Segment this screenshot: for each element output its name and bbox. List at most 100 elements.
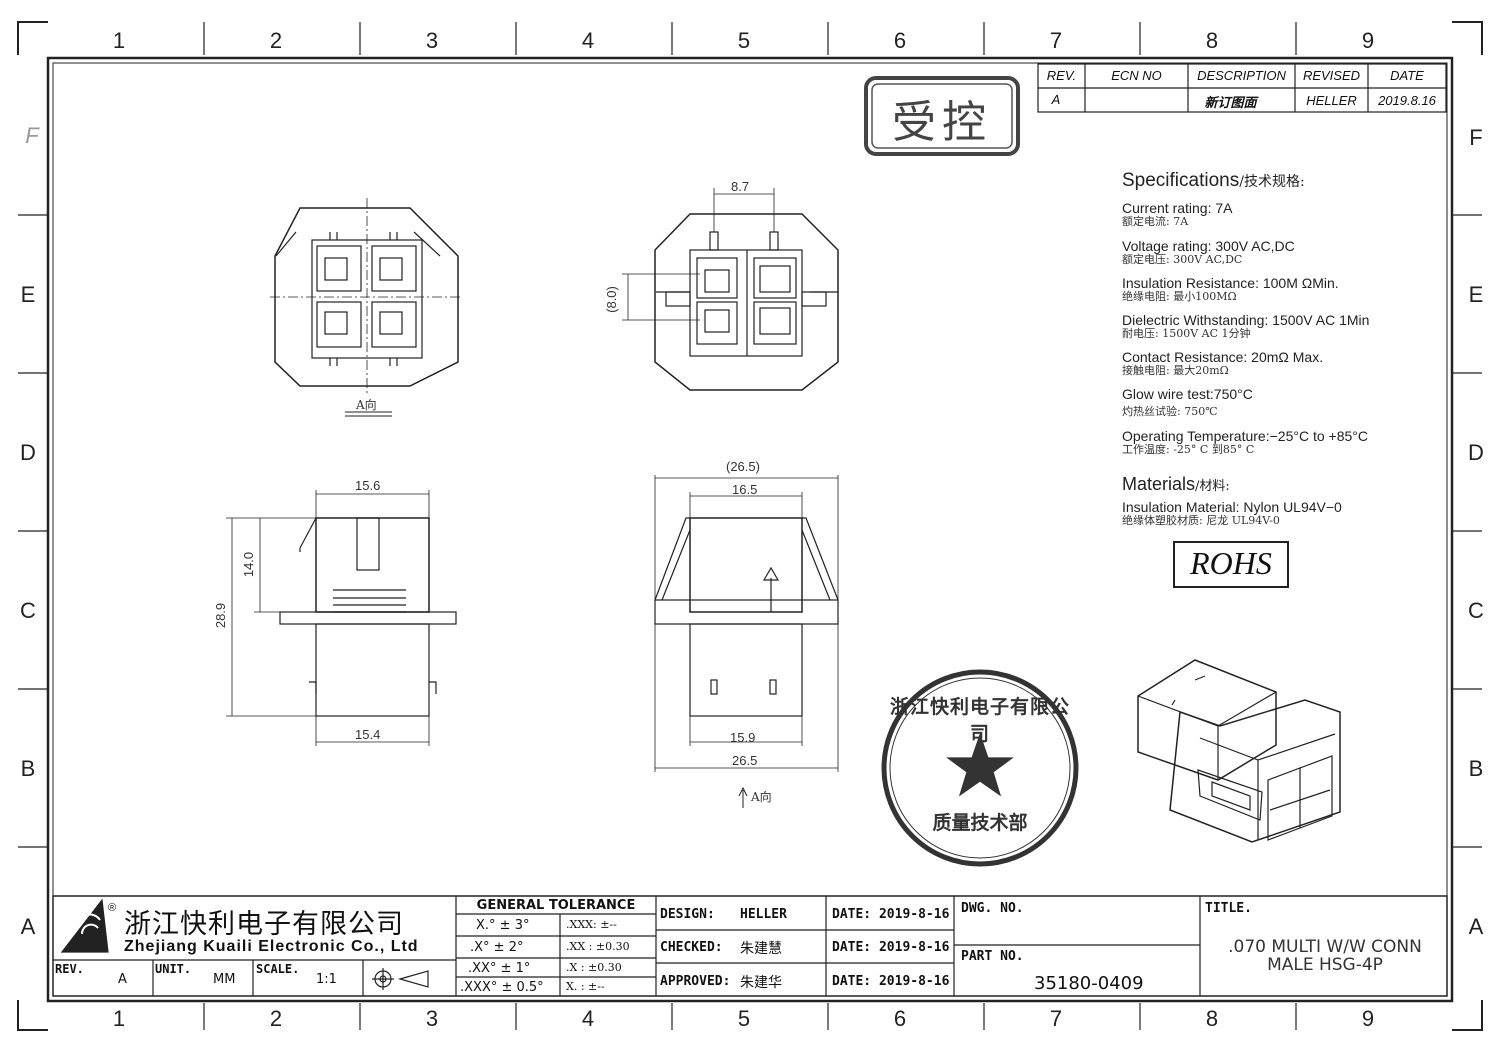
rohs-badge: ROHS bbox=[1190, 545, 1272, 581]
zone-col-label: 8 bbox=[1205, 28, 1219, 53]
materials-heading-en: Materials bbox=[1122, 474, 1196, 494]
spec-zh: 额定电流: 7A bbox=[1122, 215, 1189, 228]
seal-ring-text: 浙江快利电子有限公司 bbox=[889, 696, 1070, 745]
zone-col-label: 8 bbox=[1205, 1006, 1219, 1031]
design-value: HELLER bbox=[740, 907, 787, 922]
rev-value: A bbox=[1051, 92, 1061, 107]
date-label: DATE: bbox=[832, 907, 872, 922]
spec-en: Contact Resistance: 20mΩ Max. bbox=[1122, 349, 1324, 365]
dim-front-inner: 16.5 bbox=[732, 482, 758, 497]
dim-left-height2: 28.9 bbox=[213, 602, 229, 629]
dim-top-width: 8.7 bbox=[731, 179, 750, 194]
tolerance-b: .XX : ±0.30 bbox=[566, 940, 630, 953]
zone-row-label: A bbox=[1468, 914, 1484, 939]
zone-col-label: 4 bbox=[581, 1006, 595, 1031]
zone-col-label: 4 bbox=[581, 28, 595, 53]
registered-mark: ® bbox=[108, 902, 117, 914]
tolerance-a: .XX° ± 1° bbox=[468, 961, 531, 976]
date-value: 2019-8-16 bbox=[878, 907, 950, 922]
title-line2: MALE HSG-4P bbox=[1267, 955, 1383, 975]
zone-row-label: E bbox=[20, 282, 36, 307]
spec-en: Dielectric Withstanding: 1500V AC 1Min bbox=[1122, 312, 1370, 328]
zone-col-label: 3 bbox=[425, 28, 439, 53]
description-value: 新订图面 bbox=[1204, 96, 1257, 111]
zone-col-label: 6 bbox=[893, 28, 907, 53]
description-header: DESCRIPTION bbox=[1197, 68, 1286, 83]
tolerance-heading: GENERAL TOLERANCE bbox=[476, 898, 636, 913]
zone-row-label: B bbox=[1468, 756, 1484, 781]
spec-heading-en: Specifications bbox=[1122, 170, 1240, 191]
spec-item: Insulation Resistance: 100M ΩMin.绝缘电阻: 最… bbox=[1122, 275, 1339, 303]
title-label: TITLE. bbox=[1205, 901, 1252, 916]
date-label: DATE: bbox=[832, 974, 872, 989]
materials-heading: Materials/材料: bbox=[1122, 474, 1230, 495]
tolerance-a: .XXX° ± 0.5° bbox=[460, 980, 544, 995]
date-value: 2019-8-16 bbox=[878, 974, 950, 989]
tolerance-b: .X : ±0.30 bbox=[566, 961, 622, 974]
part-no-label: PART NO. bbox=[961, 949, 1024, 964]
checked-date: DATE: 2019-8-16 bbox=[832, 940, 949, 955]
spec-en: Operating Temperature:−25°C to +85°C bbox=[1122, 428, 1368, 444]
zone-col-label: 7 bbox=[1049, 28, 1063, 53]
zone-col-label: 5 bbox=[737, 1006, 751, 1031]
spec-zh: 灼热丝试验: 750℃ bbox=[1122, 405, 1218, 418]
zone-row-label: B bbox=[20, 756, 36, 781]
zone-row-label: D bbox=[1468, 440, 1484, 465]
company-seal: 浙江快利电子有限公司 质量技术部 bbox=[884, 672, 1076, 864]
approved-value: 朱建华 bbox=[740, 975, 782, 991]
design-date: DATE: 2019-8-16 bbox=[832, 907, 949, 922]
tolerance-b: X. : ±-- bbox=[566, 980, 605, 993]
spec-item: Contact Resistance: 20mΩ Max.接触电阻: 最大20m… bbox=[1122, 349, 1323, 377]
dim-front-bottom2: 26.5 bbox=[732, 753, 758, 768]
materials-heading-zh: /材料: bbox=[1195, 479, 1230, 494]
revised-value: HELLER bbox=[1306, 93, 1357, 108]
spec-zh: 工作温度: -25° C 到85° C bbox=[1122, 443, 1255, 456]
checked-value: 朱建慧 bbox=[740, 941, 782, 957]
scale-value: 1:1 bbox=[316, 972, 337, 987]
date-label: DATE: bbox=[832, 940, 872, 955]
material-zh: 绝缘体塑胶材质: 尼龙 UL94V-0 bbox=[1122, 514, 1280, 527]
spec-zh: 额定电压: 300V AC,DC bbox=[1122, 253, 1243, 266]
dim-left-bottom: 15.4 bbox=[355, 727, 381, 742]
unit-value: MM bbox=[213, 972, 236, 987]
zone-col-label: 2 bbox=[269, 1006, 283, 1031]
zone-col-label: 6 bbox=[893, 1006, 907, 1031]
zone-row-label: D bbox=[20, 440, 36, 465]
checked-label: CHECKED: bbox=[660, 940, 723, 955]
spec-heading: Specifications/技术规格: bbox=[1122, 170, 1305, 192]
zone-row-label: F bbox=[1469, 125, 1483, 150]
zone-col-label: 3 bbox=[425, 1006, 439, 1031]
approved-date: DATE: 2019-8-16 bbox=[832, 974, 949, 989]
unit-label: UNIT. bbox=[155, 962, 192, 976]
date-value: 2019-8-16 bbox=[878, 940, 950, 955]
view-a-arrow-label: A向 bbox=[751, 790, 772, 804]
zone-col-label: 1 bbox=[112, 1006, 126, 1031]
zone-col-label: 2 bbox=[269, 28, 283, 53]
zone-col-label: 1 bbox=[112, 28, 126, 53]
zone-row-label: F bbox=[25, 123, 39, 148]
ecn-header: ECN NO bbox=[1111, 68, 1162, 83]
revised-header: REVISED bbox=[1302, 68, 1361, 83]
zone-col-label: 7 bbox=[1049, 1006, 1063, 1031]
spec-en: Insulation Resistance: 100M ΩMin. bbox=[1122, 275, 1339, 291]
zone-row-label: C bbox=[1468, 598, 1484, 623]
approved-label: APPROVED: bbox=[660, 974, 731, 989]
dim-left-top: 15.6 bbox=[355, 478, 381, 493]
zone-col-label: 9 bbox=[1361, 28, 1375, 53]
spec-en: Current rating: 7A bbox=[1122, 200, 1233, 216]
rev-label: REV. bbox=[55, 962, 84, 976]
dim-front-bottom1: 15.9 bbox=[730, 730, 756, 745]
dim-front-overall: (26.5) bbox=[726, 459, 760, 474]
tolerance-a: .X° ± 2° bbox=[470, 940, 524, 955]
seal-bottom-text: 质量技术部 bbox=[932, 812, 1028, 834]
company-name-zh: 浙江快利电子有限公司 bbox=[124, 909, 404, 940]
zone-col-label: 9 bbox=[1361, 1006, 1375, 1031]
material-en: Insulation Material: Nylon UL94V−0 bbox=[1122, 499, 1342, 515]
rev-value: A bbox=[118, 972, 127, 987]
part-no-value: 35180-0409 bbox=[1034, 973, 1144, 994]
